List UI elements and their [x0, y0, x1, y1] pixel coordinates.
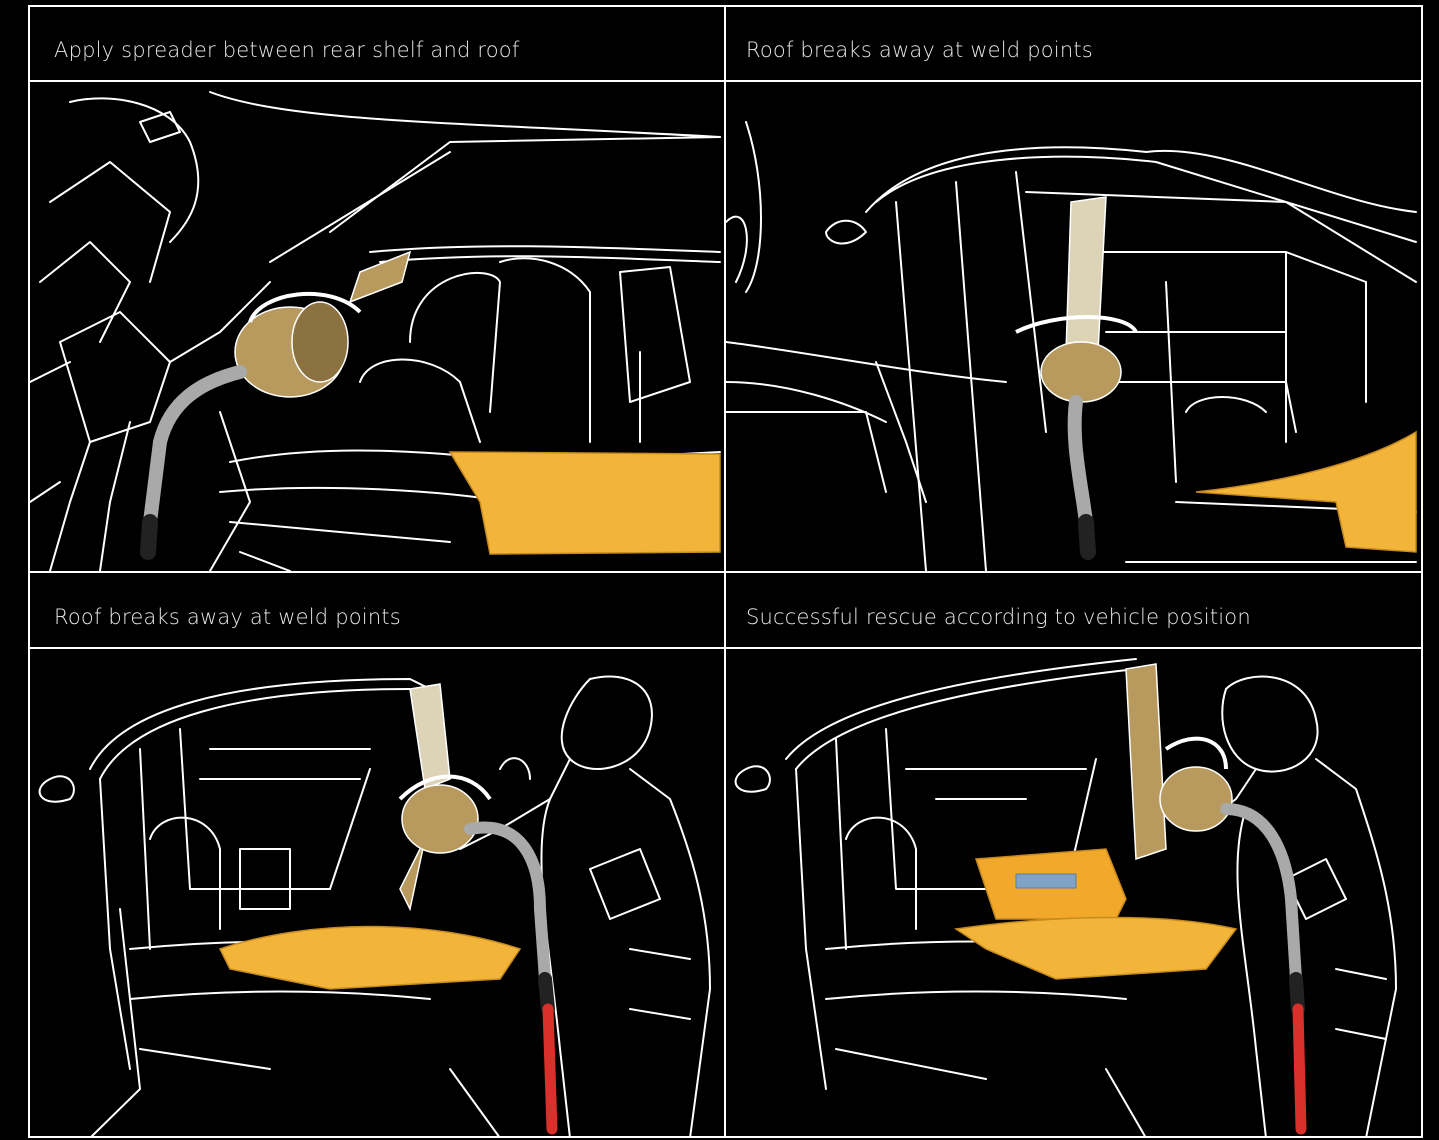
- illustration-step-4: [726, 649, 1421, 1138]
- caption-step-3: Roof breaks away at weld points: [54, 605, 401, 629]
- row-divider: [28, 571, 1423, 573]
- illustration-step-2: [726, 82, 1421, 571]
- caption-step-1: Apply spreader between rear shelf and ro…: [54, 38, 519, 62]
- illustration-step-3: [30, 649, 724, 1138]
- caption-step-4: Successful rescue according to vehicle p…: [746, 605, 1251, 629]
- illustration-step-1: [30, 82, 724, 571]
- caption-step-2: Roof breaks away at weld points: [746, 38, 1093, 62]
